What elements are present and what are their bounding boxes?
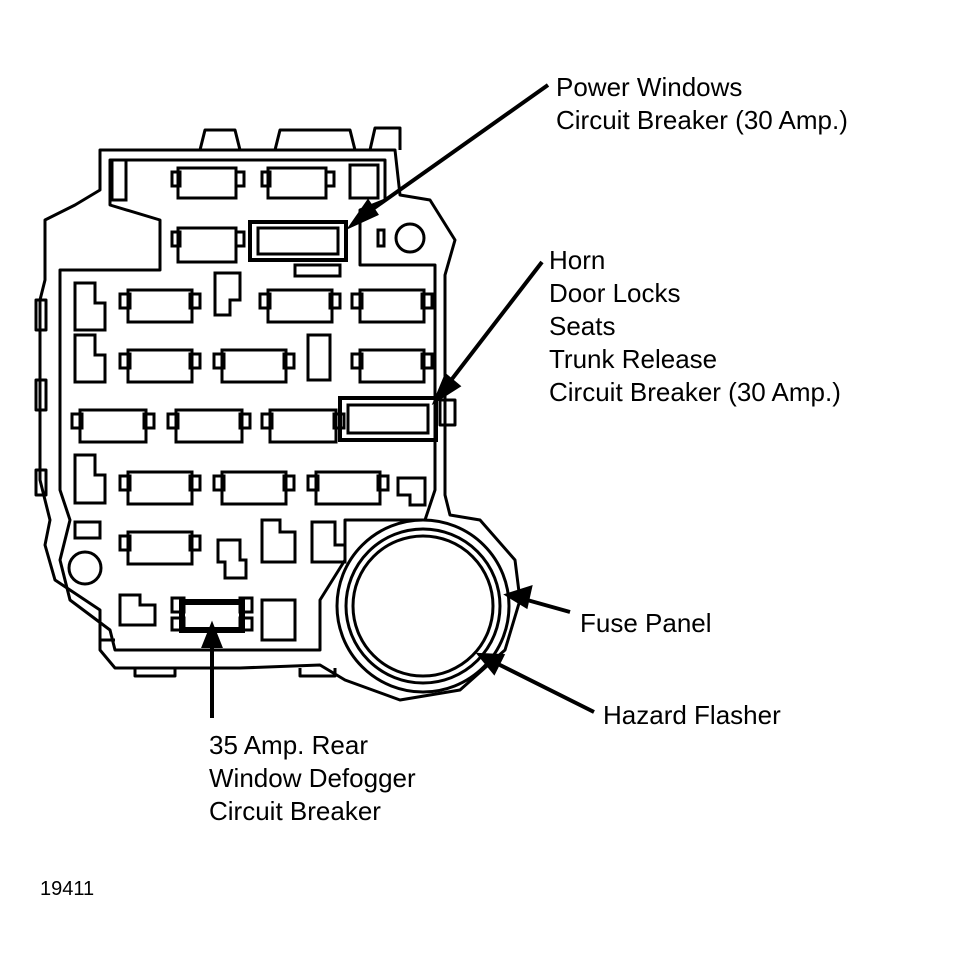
- power-windows-label: Power Windows Circuit Breaker (30 Amp.): [556, 71, 848, 137]
- hazard-flasher-label: Hazard Flasher: [603, 699, 781, 732]
- label-line: Door Locks: [549, 278, 681, 308]
- fuse-block-outline: [34, 126, 522, 702]
- callout-leaders: [201, 83, 595, 718]
- label-line: Power Windows: [556, 72, 743, 102]
- figure-number: 19411: [40, 878, 95, 900]
- label-line: Hazard Flasher: [603, 700, 781, 730]
- label-line: Fuse Panel: [580, 608, 712, 638]
- rear-defogger-label: 35 Amp. Rear Window Defogger Circuit Bre…: [209, 729, 416, 828]
- fuse-cavities: [70, 158, 438, 642]
- fuse-panel-label: Fuse Panel: [580, 607, 712, 640]
- label-line: Seats: [549, 311, 616, 341]
- hazard-flasher-circle: [335, 518, 511, 694]
- horn-group-label: Horn Door Locks Seats Trunk Release Circ…: [549, 244, 841, 409]
- label-line: Horn: [549, 245, 606, 275]
- label-line: Window Defogger: [209, 763, 416, 793]
- label-line: Circuit Breaker (30 Amp.): [556, 105, 848, 135]
- label-line: Trunk Release: [549, 344, 718, 374]
- label-line: Circuit Breaker: [209, 796, 381, 826]
- label-line: 35 Amp. Rear: [209, 730, 368, 760]
- label-line: Circuit Breaker (30 Amp.): [549, 377, 841, 407]
